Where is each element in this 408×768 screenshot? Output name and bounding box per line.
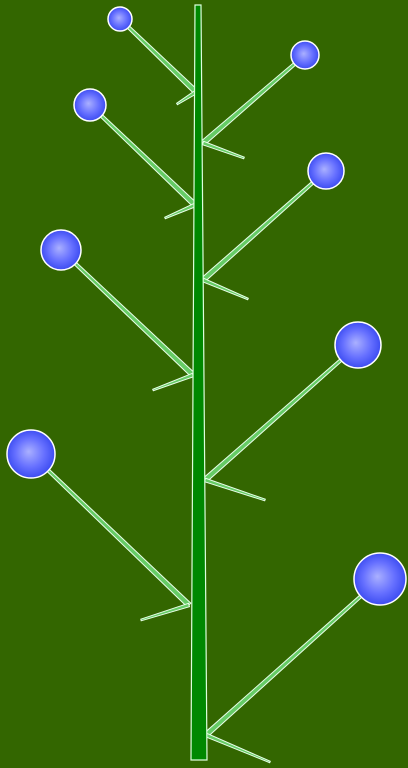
blue-blossom-icon: [308, 153, 344, 189]
blue-blossom-icon: [291, 41, 319, 69]
blue-blossom-icon: [354, 553, 406, 605]
blue-blossom-icon: [7, 430, 55, 478]
blue-blossom-icon: [41, 230, 81, 270]
blue-blossom-icon: [74, 89, 106, 121]
blue-blossom-icon: [108, 7, 132, 31]
blue-blossom-icon: [335, 322, 381, 368]
